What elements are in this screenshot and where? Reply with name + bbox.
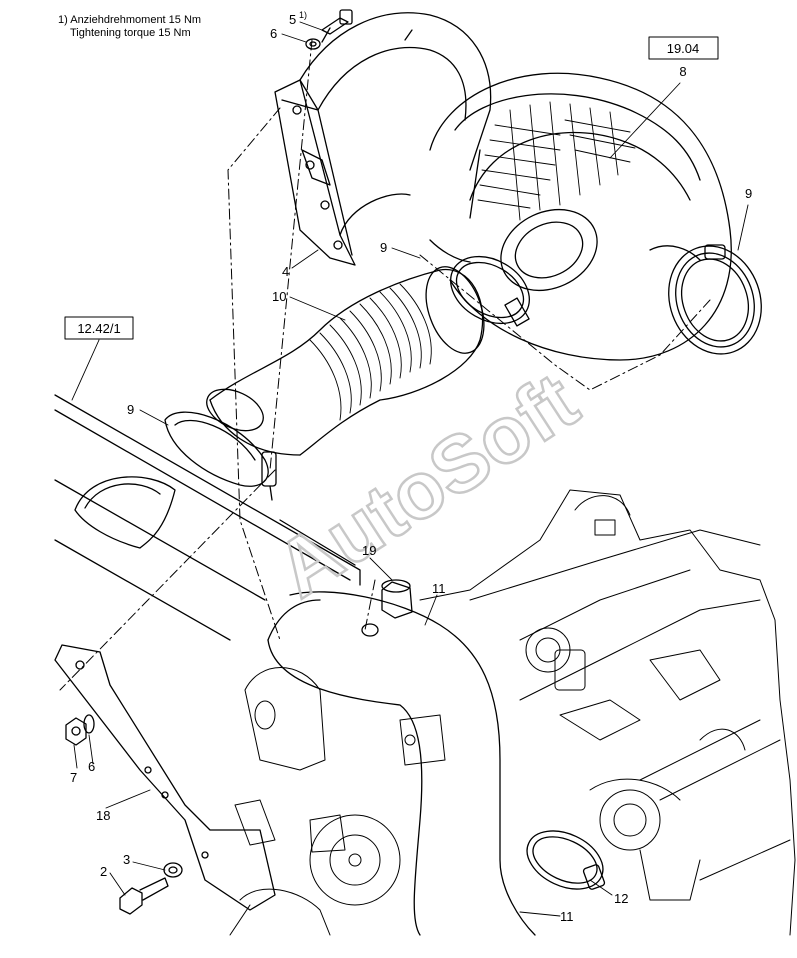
- callout-bracket-plate: 4: [282, 264, 289, 279]
- bellows-hose: [206, 266, 485, 456]
- callout-support-bracket: 18: [96, 808, 110, 823]
- engine-block: [419, 489, 796, 936]
- mounting-plate: [274, 79, 356, 266]
- watermark: AutoSoft: [261, 356, 593, 615]
- callout-washer-bottom: 3: [123, 852, 130, 867]
- bolt-top: [321, 9, 353, 43]
- callout-intake-pipe: 11: [432, 581, 446, 596]
- hose-clamp-bottom: [526, 830, 606, 890]
- callout-bellows-hose: 10: [272, 289, 286, 304]
- torque-note-line-1: 1) Anziehdrehmoment 15 Nm: [58, 14, 201, 26]
- callout-washer-side: 6: [88, 759, 95, 774]
- ref-box-air-cleaner: [648, 36, 719, 60]
- callout-air-cleaner: 8: [679, 64, 686, 79]
- callout-clamp-b: 9: [745, 186, 752, 201]
- callout-screw-top: 5: [289, 12, 296, 27]
- assembly-guide-lines: [59, 39, 711, 691]
- callout-clamp-a: 9: [380, 240, 387, 255]
- bellows-corrugations: [309, 283, 432, 421]
- washer-side: [83, 714, 95, 734]
- grommet: [381, 579, 413, 619]
- frame-rail: [54, 394, 361, 641]
- hose-clamp-left: [164, 411, 277, 501]
- callout-bolt: 2: [100, 864, 107, 879]
- callout-clamp-c: 9: [127, 402, 134, 417]
- nut-side: [65, 717, 87, 746]
- air-cleaner-housing: [429, 72, 762, 361]
- callout-grommet: 19: [362, 543, 376, 558]
- callout-screw-top-note-marker: 1): [299, 10, 307, 20]
- ref-label-air-cleaner: 19.04: [667, 41, 700, 56]
- intake-pipe: [267, 591, 536, 936]
- washer-bottom: [163, 862, 183, 878]
- air-cleaner-louvers: [477, 101, 636, 221]
- hose-clamp-right: [675, 244, 755, 348]
- callout-intake-pipe-bottom: 11: [560, 909, 574, 924]
- callout-washer-top: 6: [270, 26, 277, 41]
- engine-front: [229, 667, 446, 936]
- ref-box-frame: [64, 316, 134, 340]
- callout-clamp-bottom: 12: [614, 891, 628, 906]
- support-bracket: [54, 644, 276, 911]
- ref-label-frame: 12.42/1: [77, 321, 120, 336]
- air-cleaner-band: [299, 12, 492, 236]
- callout-nut: 7: [70, 770, 77, 785]
- leader-lines: [71, 21, 749, 917]
- bolt-bottom: [119, 877, 169, 915]
- washer-top: [305, 38, 321, 50]
- torque-note-line-2: Tightening torque 15 Nm: [70, 27, 191, 39]
